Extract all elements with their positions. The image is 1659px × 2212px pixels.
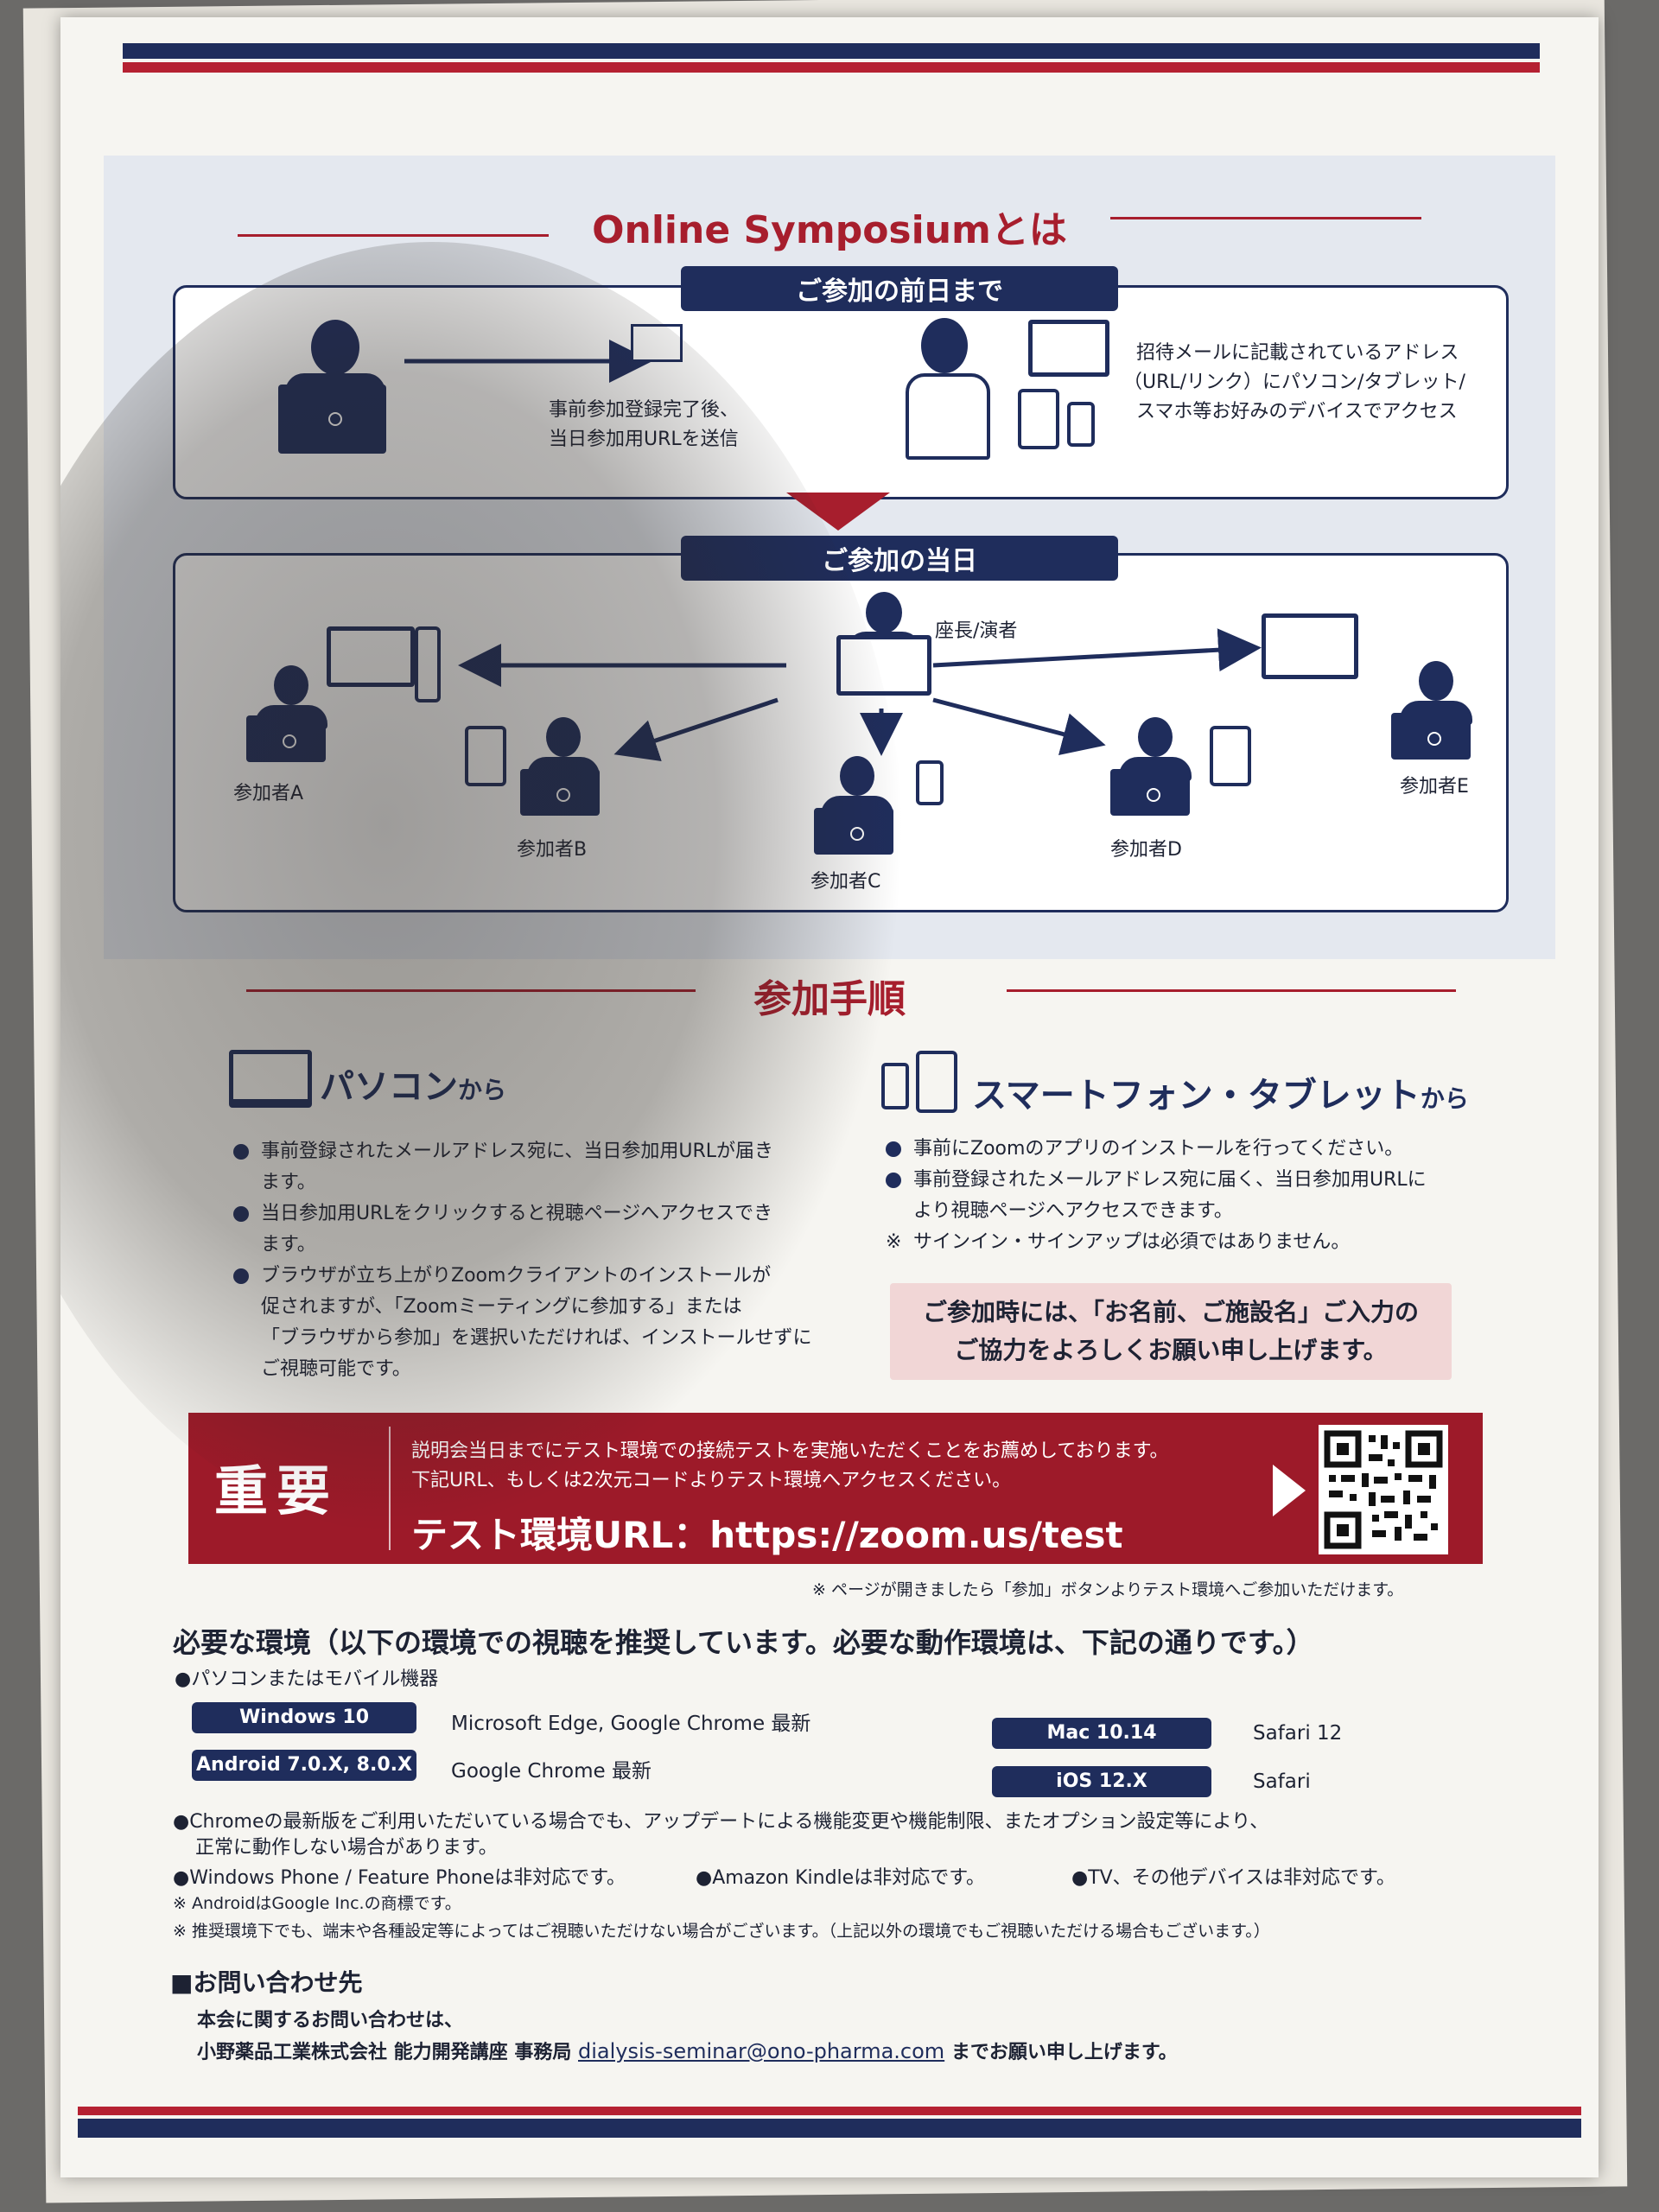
phone-c-icon [916,760,944,805]
access-text-2: （URL/リンク）にパソコン/タブレット/ [1123,372,1465,393]
unsupported-kindle: ●Amazon Kindleは非対応です。 [696,1867,985,1889]
top-stripe-red [123,62,1540,73]
participant-e-laptop [1391,713,1471,760]
contact-line-2: 小野薬品工業株式会社 能力開発講座 事務局 dialysis-seminar@o… [197,2039,1178,2063]
phone-heading-icon [881,1063,909,1109]
bottom-stripe-red [78,2107,1581,2115]
presenter-label: 座長/演者 [935,620,1018,642]
access-text-1: 招待メールに記載されているアドレス [1136,342,1459,364]
participant-a-laptop [246,715,326,762]
qr-code[interactable] [1319,1425,1448,1554]
procedure-rule-right [1007,989,1456,992]
browser-mac: Safari 12 [1253,1722,1343,1745]
chrome-note-2: 正常に動作しない場合があります。 [195,1837,498,1859]
title-rule-right [1110,217,1421,219]
participant-e-label: 参加者E [1400,776,1469,798]
os-android: Android 7.0.X, 8.0.X [192,1750,416,1781]
chrome-note-1: ●Chromeの最新版をご利用いただいている場合でも、アップデートによる機能変更… [173,1811,1269,1833]
browser-windows: Microsoft Edge, Google Chrome 最新 [451,1713,811,1735]
access-text-3: スマホ等お好みのデバイスでアクセス [1136,401,1458,423]
environment-title: 必要な環境（以下の環境での視聴を推奨しています。必要な動作環境は、下記の通りです… [173,1626,1314,1659]
os-ios: iOS 12.X [992,1766,1211,1797]
participant-c-laptop [814,808,893,855]
title-rule-left [238,234,549,237]
connection-arrows [404,340,1262,762]
desktop-e-icon [1262,613,1358,679]
symposium-title: Online Symposiumとは [592,208,1067,252]
desktop-a-icon [327,626,415,687]
laptop-heading-icon [229,1050,312,1108]
mobile-bullet: 事前にZoomのアプリのインストールを行ってください。 [886,1134,1508,1165]
mail-icon [631,324,683,362]
important-line-2: 下記URL、もしくは2次元コードよりテスト環境へアクセスください。 [411,1470,1012,1491]
symposium-panel: Online Symposiumとは ご参加の前日まで 事前参加登録完了後、 当… [104,156,1555,959]
mobile-note: ※ サインイン・サインアップは必須ではありません。 [886,1231,1351,1253]
pc-bullets: 事前登録されたメールアドレス宛に、当日参加用URLが届き ます。 当日参加用UR… [233,1136,907,1385]
disclaimer-note: ※ 推奨環境下でも、端末や各種設定等によってはご視聴いただけない場合がございます… [173,1922,1270,1941]
important-line-1: 説明会当日までにテスト環境での接続テストを実施いただくことをお薦めしております。 [411,1440,1169,1462]
browser-android: Google Chrome 最新 [451,1760,652,1783]
send-text-2: 当日参加用URLを送信 [549,429,739,450]
input-request-box: ご参加時には、「お名前、ご施設名」ご入力の ご協力をよろしくお願い申し上げます。 [890,1283,1452,1380]
browser-ios: Safari [1253,1770,1311,1793]
qr-code-graphic [1324,1430,1443,1549]
participant-b-laptop [520,769,600,816]
participant-a-label: 参加者A [233,783,304,804]
before-day-box [173,285,1509,499]
procedure-rule-left [246,989,696,992]
participant-c-label: 参加者C [810,871,881,893]
important-divider [389,1427,391,1550]
on-day-label: ご参加の当日 [681,536,1118,581]
test-url-link[interactable]: テスト環境URL：https://zoom.us/test [411,1514,1123,1556]
flyer-page: Online Symposiumとは ご参加の前日まで 事前参加登録完了後、 当… [60,17,1599,2177]
sender-laptop-icon [278,385,386,454]
trademark-note: ※ AndroidはGoogle Inc.の商標です。 [173,1894,461,1913]
unsupported-windows-phone: ●Windows Phone / Feature Phoneは非対応です。 [173,1867,626,1889]
participant-d-laptop [1110,769,1190,816]
presenter-laptop-icon [836,635,931,696]
tablet-d-icon [1210,726,1251,786]
bottom-stripe-navy [78,2119,1581,2138]
mobile-bullets: 事前にZoomのアプリのインストールを行ってください。 事前登録されたメールアド… [886,1134,1508,1258]
device-phone-icon [1067,402,1095,447]
unsupported-tv: ●TV、その他デバイスは非対応です。 [1071,1867,1395,1889]
before-day-label: ご参加の前日まで [681,266,1118,311]
down-arrow-icon [786,493,890,531]
device-label: ●パソコンまたはモバイル機器 [175,1669,439,1690]
device-tablet-icon [1018,389,1059,449]
pc-bullet: 当日参加用URLをクリックすると視聴ページへアクセスでき ます。 [233,1198,907,1261]
important-banner: 重要 説明会当日までにテスト環境での接続テストを実施いただくことをお薦めしており… [188,1413,1483,1564]
pc-heading: パソコンから [320,1067,507,1107]
tower-a-icon [415,626,441,702]
contact-line-1: 本会に関するお問い合わせは、 [197,2010,464,2031]
participant-b-label: 参加者B [517,839,588,861]
pc-bullet: ブラウザが立ち上がりZoomクライアントのインストールが 促されますが、「Zoo… [233,1261,907,1385]
procedure-title: 参加手順 [753,977,906,1021]
top-stripe-navy [123,43,1540,59]
contact-email-link[interactable]: dialysis-seminar@ono-pharma.com [578,2039,945,2063]
os-mac: Mac 10.14 [992,1718,1211,1749]
important-title: 重要 [214,1459,340,1522]
pc-bullet: 事前登録されたメールアドレス宛に、当日参加用URLが届き ます。 [233,1136,907,1198]
tablet-b-icon [465,726,506,786]
contact-heading: ■お問い合わせ先 [170,1968,363,1997]
mobile-bullet: 事前登録されたメールアドレス宛に届く、当日参加用URLに より視聴ページへアクセ… [886,1165,1508,1227]
mobile-heading: スマートフォン・タブレットから [972,1076,1469,1116]
important-footnote: ※ ページが開きましたら「参加」ボタンよりテスト環境へご参加いただけます。 [812,1580,1404,1599]
send-text-1: 事前参加登録完了後、 [549,399,740,421]
os-windows: Windows 10 [192,1702,416,1733]
participant-d-label: 参加者D [1110,839,1182,861]
tablet-heading-icon [916,1051,957,1113]
device-laptop-icon [1028,320,1109,377]
play-arrow-icon [1273,1465,1306,1516]
